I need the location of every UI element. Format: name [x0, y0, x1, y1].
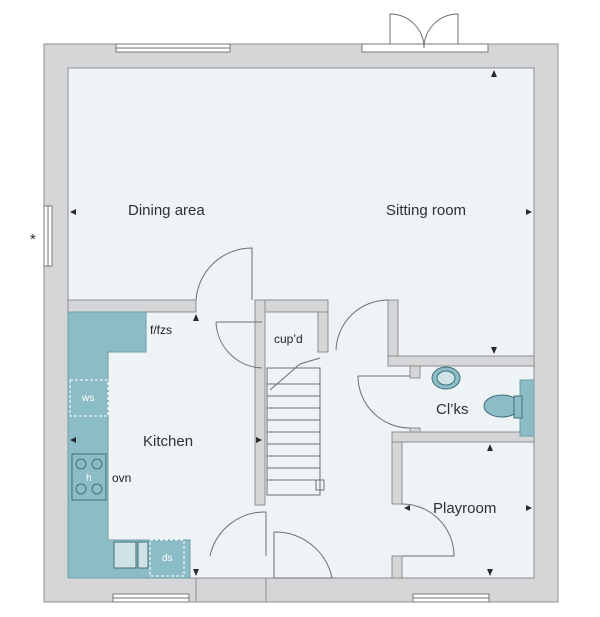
dishwasher-outline	[149, 539, 185, 577]
room-label-kitchen: Kitchen	[143, 433, 193, 450]
staircase	[266, 357, 325, 496]
dimension-arrows	[70, 70, 532, 576]
dishwasher-label: ds	[162, 553, 173, 564]
washer-outline	[69, 379, 109, 417]
oven-label: ovn	[112, 471, 131, 485]
room-label-clks: Cl’ks	[436, 401, 469, 418]
windows	[43, 43, 490, 603]
toilet-icon	[483, 394, 523, 419]
asterisk-label: *	[30, 231, 36, 248]
room-label-playroom: Playroom	[433, 500, 496, 517]
sink-icon	[113, 541, 149, 569]
french-doors	[361, 13, 489, 53]
hob-label: h	[86, 473, 92, 484]
fridge-label: f/fzs	[150, 323, 172, 337]
door-swings	[195, 247, 455, 579]
basin-icon	[431, 366, 461, 390]
kitchen-worktop	[67, 311, 191, 579]
room-label-dining: Dining area	[128, 202, 205, 219]
interior-walls	[67, 299, 535, 603]
washer-label: ws	[81, 393, 94, 404]
cupboard-label: cup’d	[274, 332, 303, 346]
hob-icon	[71, 453, 107, 501]
room-label-sitting: Sitting room	[386, 202, 466, 219]
